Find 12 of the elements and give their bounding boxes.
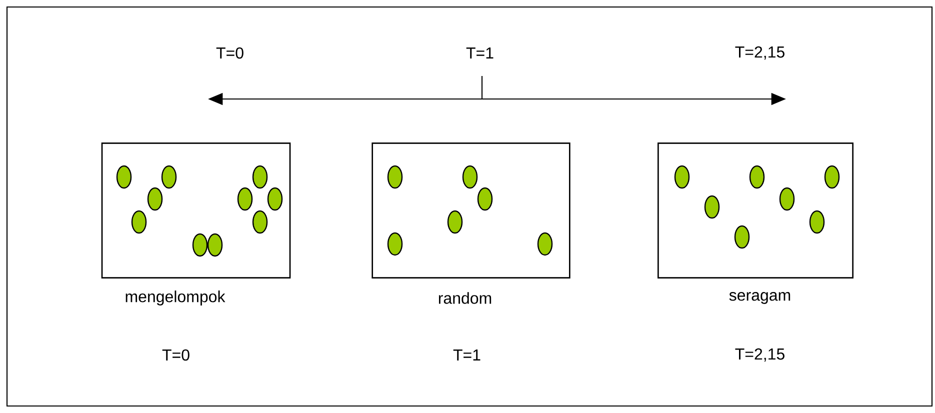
node-label: T=1	[453, 350, 480, 360]
node-label: random	[438, 292, 492, 304]
node-label: mengelompok	[126, 290, 226, 306]
axis-label: T=2,15	[735, 46, 784, 60]
node-label: T=2,15	[735, 348, 784, 362]
node-label: seragam	[729, 292, 790, 304]
axis-label: T=1	[466, 48, 494, 58]
axis-label: T=0	[216, 47, 244, 59]
node-label: T=0	[162, 349, 190, 361]
box	[101, 142, 291, 278]
box	[372, 142, 570, 278]
box	[658, 142, 854, 278]
